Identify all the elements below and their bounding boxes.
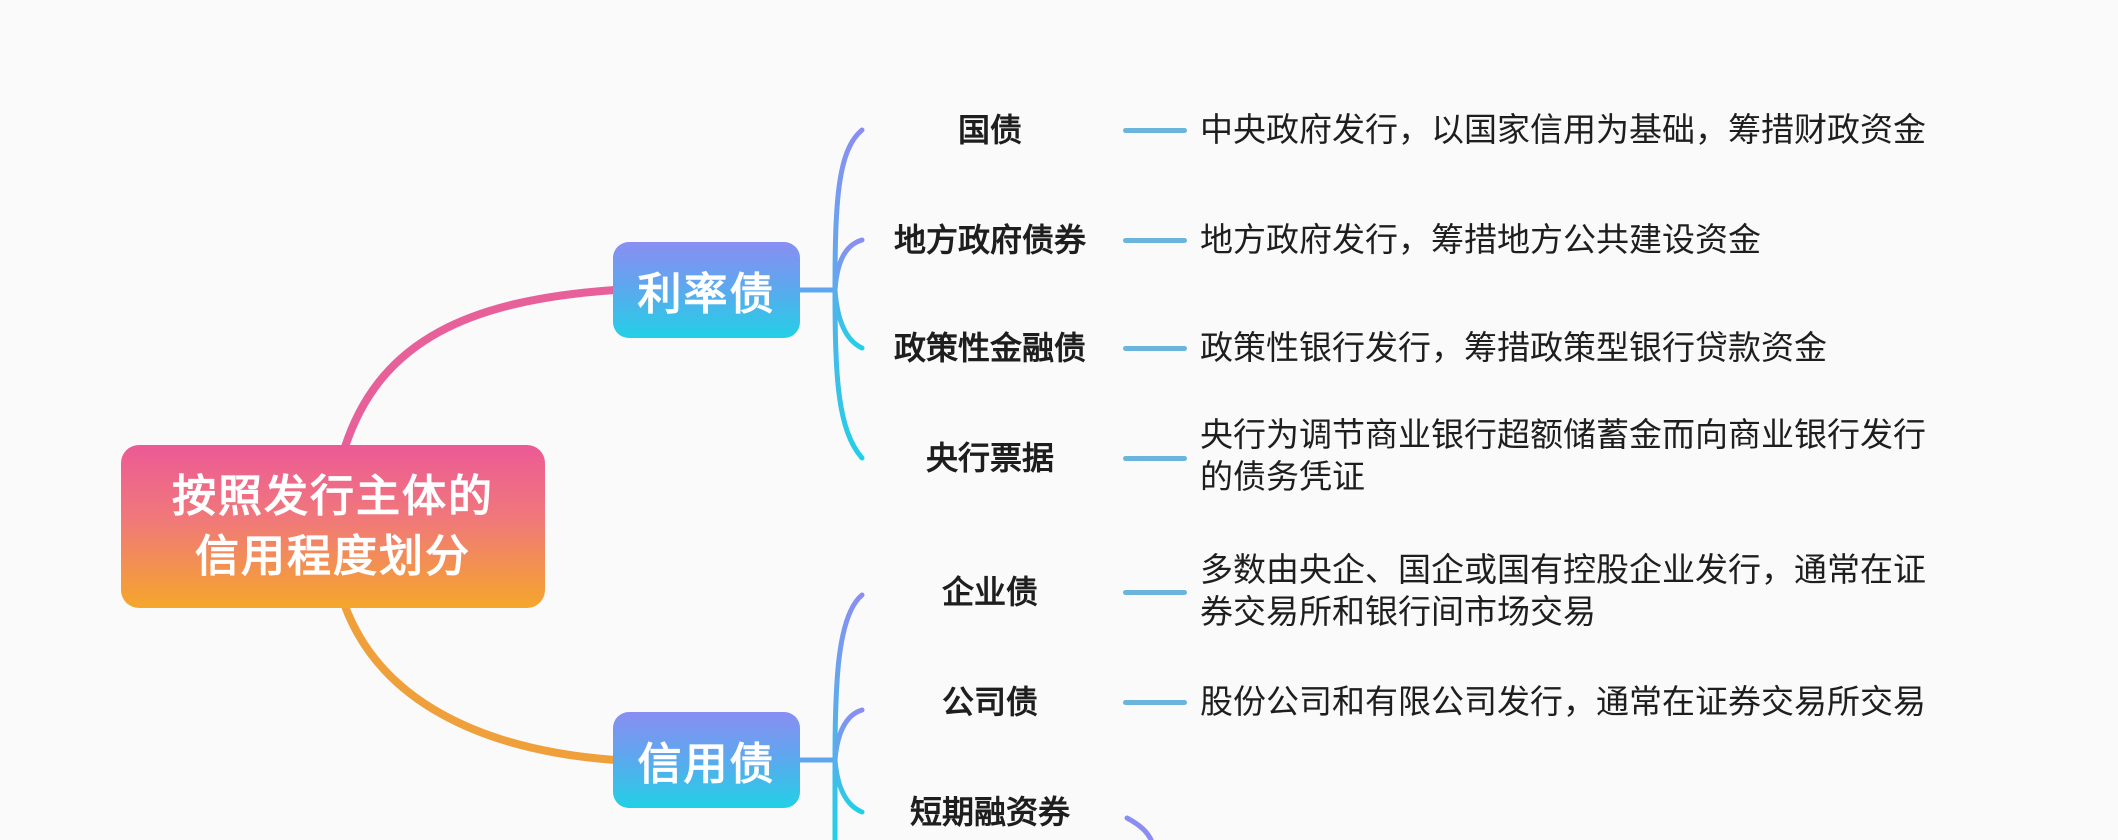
child-node-treasury-bond[interactable]: 国债 <box>957 111 1022 149</box>
child-description: 政策性银行发行，筹措政策型银行贷款资金 <box>1200 328 1827 367</box>
child-node-policy-financial-bond[interactable]: 政策性金融债 <box>893 329 1086 367</box>
root-to-rates-link <box>341 286 619 451</box>
desc-line: 券交易所和银行间市场交易 <box>1200 592 1596 631</box>
branch-label: 信用债 <box>637 739 776 790</box>
desc-line: 央行为调节商业银行超额储蓄金而向商业银行发行 <box>1200 415 1926 454</box>
root-title-line2: 信用程度划分 <box>195 530 471 582</box>
dash-connector <box>1123 700 1187 705</box>
child-node-short-term-financing-bill[interactable]: 短期融资券 <box>909 793 1070 831</box>
child-node-corporate-bond[interactable]: 公司债 <box>941 683 1038 721</box>
root-title-line1: 按照发行主体的 <box>172 470 494 522</box>
child-node-central-bank-bill[interactable]: 央行票据 <box>925 439 1054 477</box>
child-description: 地方政府发行，筹措地方公共建设资金 <box>1200 220 1761 259</box>
dash-connector <box>1123 128 1187 133</box>
root-node[interactable]: 按照发行主体的 信用程度划分 <box>121 445 545 608</box>
branch-label: 利率债 <box>637 269 776 320</box>
dash-connector <box>1123 590 1187 595</box>
desc-line: 多数由央企、国企或国有控股企业发行，通常在证 <box>1200 550 1926 589</box>
dash-connector <box>1123 346 1187 351</box>
child-description: 中央政府发行，以国家信用为基础，筹措财政资金 <box>1200 110 1926 149</box>
child-description: 央行为调节商业银行超额储蓄金而向商业银行发行 的债务凭证 <box>1200 414 2020 498</box>
child-description: 多数由央企、国企或国有控股企业发行，通常在证 券交易所和银行间市场交易 <box>1200 549 2020 633</box>
dash-connector <box>1123 238 1187 243</box>
child-node-local-government-bond[interactable]: 地方政府债券 <box>893 221 1086 259</box>
dash-connector <box>1123 456 1187 461</box>
branch-node-rates-bond[interactable]: 利率债 <box>613 242 800 338</box>
child-description: 股份公司和有限公司发行，通常在证券交易所交易 <box>1200 682 1926 721</box>
desc-line: 的债务凭证 <box>1200 457 1365 496</box>
branch-node-credit-bond[interactable]: 信用债 <box>613 712 800 808</box>
root-to-credit-link <box>341 602 619 764</box>
child-node-enterprise-bond[interactable]: 企业债 <box>941 573 1038 611</box>
